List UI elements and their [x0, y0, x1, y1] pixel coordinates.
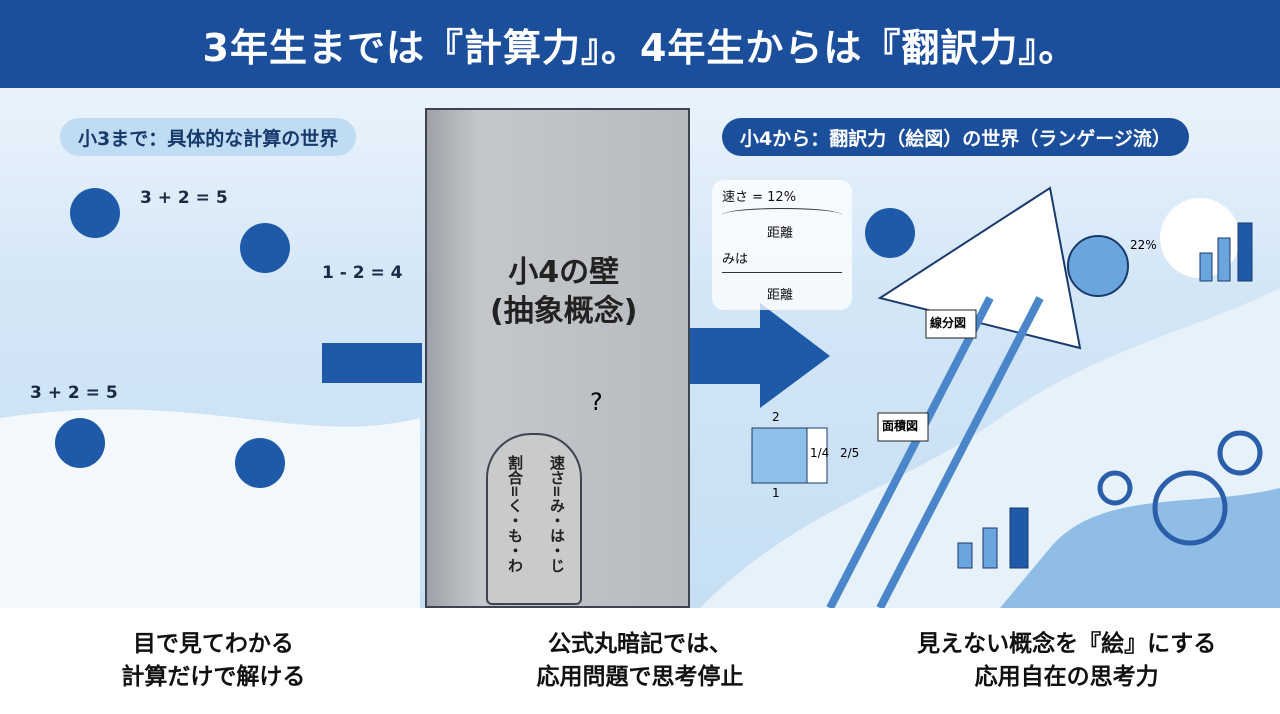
caption-line: 目で見てわかる	[132, 630, 294, 657]
wall-title-line: 小4の壁	[508, 255, 620, 290]
child-figure	[235, 438, 285, 488]
caption-line: 計算だけで解ける	[121, 664, 306, 690]
left-section-label: 小3まで：具体的な計算の世界	[60, 118, 357, 156]
caption-right: 見えない概念を『絵』にする応用自在の思考力	[853, 608, 1280, 714]
equation: 3 + 2 = 5	[140, 188, 228, 208]
question-mark: ?	[590, 388, 603, 416]
speed-label: 速さ = 12%	[722, 190, 797, 205]
equation: 1 - 2 = 4	[322, 263, 403, 283]
caption-center: 公式丸暗記では、応用問題で思考停止	[427, 608, 854, 714]
fraction-label: 1/4	[810, 446, 830, 460]
illustration-scene: 小3まで：具体的な計算の世界 小4から：翻訳力（絵図）の世界（ランゲージ流） 3…	[0, 88, 1280, 608]
line-diagram-box: 速さ = 12% 距離 みは 距離	[712, 180, 852, 310]
caption-line: 応用自在の思考力	[974, 664, 1159, 690]
area-bottom-label: 1	[772, 486, 780, 500]
climbing-child-figure	[865, 208, 915, 258]
equation: 3 + 2 = 5	[30, 383, 118, 403]
stone-text: 割合=く・も・わ	[506, 455, 524, 573]
pie-label: 22%	[1130, 238, 1157, 252]
child-figure	[70, 188, 120, 238]
captions: 目で見てわかる計算だけで解ける 公式丸暗記では、応用問題で思考停止 見えない概念…	[0, 608, 1280, 714]
bar-chart-top	[1199, 222, 1253, 282]
fraction-label: 2/5	[840, 446, 860, 460]
ladder-label: 線分図	[930, 316, 967, 330]
formula-stone: 速さ=み・は・じ 割合=く・も・わ	[486, 433, 582, 605]
ladder-label: 面積図	[882, 419, 919, 433]
ladder	[826, 296, 1044, 608]
caption-line: 見えない概念を『絵』にする	[917, 630, 1217, 657]
miha-label: みは	[722, 252, 749, 267]
wall-title: 小4の壁 (抽象概念)	[490, 253, 637, 331]
distance-label: 距離	[767, 226, 794, 241]
right-section-label: 小4から：翻訳力（絵図）の世界（ランゲージ流）	[722, 118, 1189, 156]
distance-label: 距離	[767, 288, 794, 303]
gears-icon	[1097, 430, 1263, 546]
bar-chart-bottom	[957, 507, 1029, 569]
child-figure	[240, 223, 290, 273]
child-figure	[55, 418, 105, 468]
wall-title-line: (抽象概念)	[490, 294, 638, 329]
stone-text: 速さ=み・は・じ	[548, 455, 566, 573]
caption-line: 公式丸暗記では、	[548, 630, 732, 657]
area-top-label: 2	[772, 410, 780, 424]
pie-chart	[1067, 235, 1129, 297]
caption-line: 応用問題で思考停止	[536, 664, 744, 690]
page-title: 3年生までは『計算力』。4年生からは『翻訳力』。	[0, 0, 1280, 88]
caption-left: 目で見てわかる計算だけで解ける	[0, 608, 427, 714]
left-arrow	[322, 343, 422, 383]
